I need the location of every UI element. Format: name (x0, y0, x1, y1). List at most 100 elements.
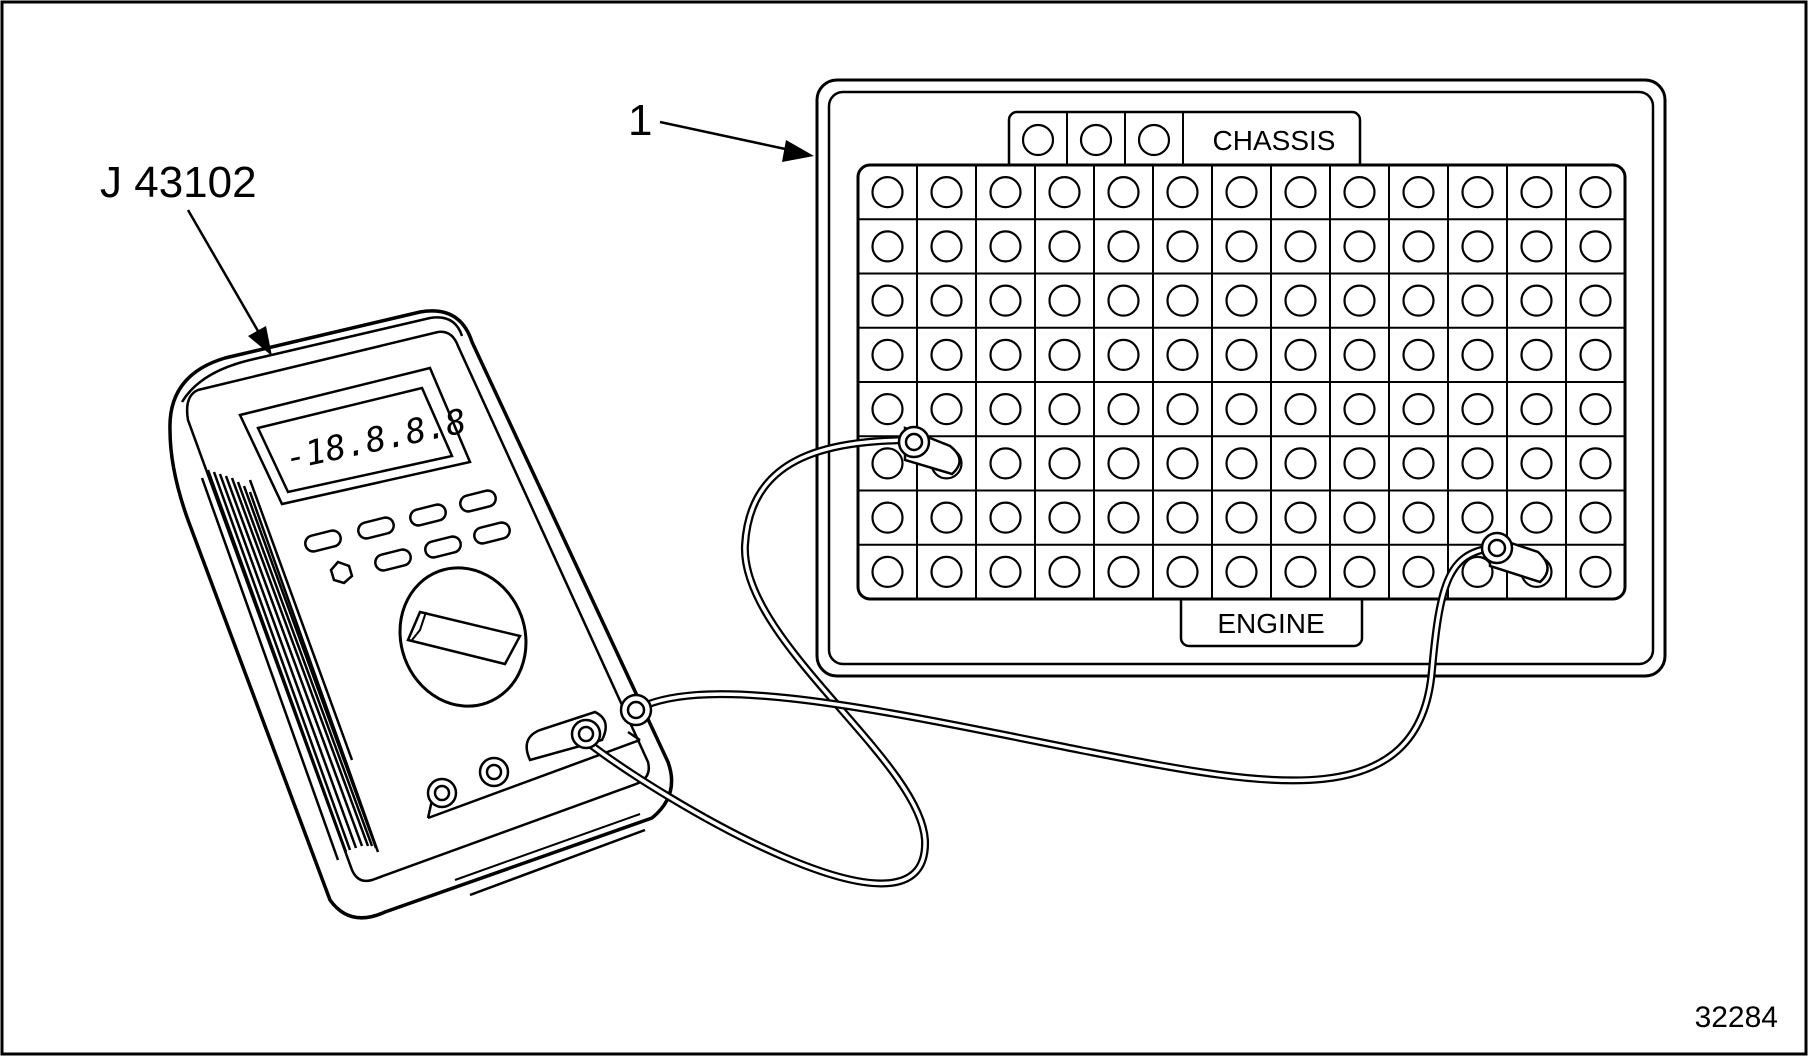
pin-socket[interactable] (1579, 176, 1612, 209)
meter-button[interactable] (374, 548, 413, 572)
meter-button[interactable] (357, 516, 396, 540)
pin-socket[interactable] (1402, 230, 1435, 263)
pin-socket[interactable] (1520, 176, 1553, 209)
pin-socket[interactable] (871, 501, 904, 534)
pin-socket[interactable] (1166, 230, 1199, 263)
pin-socket[interactable] (1461, 393, 1494, 426)
pin-socket[interactable] (989, 230, 1022, 263)
pin-socket[interactable] (871, 284, 904, 317)
pin-socket[interactable] (1225, 230, 1258, 263)
pin-socket[interactable] (930, 501, 963, 534)
pin-socket[interactable] (1402, 393, 1435, 426)
pin-socket[interactable] (1520, 230, 1553, 263)
pin-socket[interactable] (989, 284, 1022, 317)
pin-socket[interactable] (1048, 447, 1081, 480)
pin-socket[interactable] (1284, 338, 1317, 371)
pin-socket[interactable] (930, 176, 963, 209)
pin-socket[interactable] (1343, 230, 1376, 263)
pin-socket[interactable] (1225, 555, 1258, 588)
pin-socket[interactable] (930, 284, 963, 317)
pin-socket[interactable] (1048, 555, 1081, 588)
pin-socket[interactable] (1284, 176, 1317, 209)
pin-socket[interactable] (989, 393, 1022, 426)
pin-socket[interactable] (1343, 501, 1376, 534)
chassis-tab-socket[interactable] (1137, 123, 1171, 157)
pin-socket[interactable] (871, 555, 904, 588)
pin-socket[interactable] (1048, 338, 1081, 371)
pin-socket[interactable] (1284, 230, 1317, 263)
pin-socket[interactable] (1225, 447, 1258, 480)
pin-socket[interactable] (1461, 338, 1494, 371)
pin-socket[interactable] (1048, 501, 1081, 534)
pin-socket[interactable] (1225, 338, 1258, 371)
pin-socket[interactable] (1579, 447, 1612, 480)
pin-socket[interactable] (1284, 284, 1317, 317)
pin-socket[interactable] (1579, 393, 1612, 426)
pin-socket[interactable] (1343, 555, 1376, 588)
pin-socket[interactable] (1048, 230, 1081, 263)
pin-socket[interactable] (1579, 284, 1612, 317)
pin-socket[interactable] (1520, 393, 1553, 426)
pin-socket[interactable] (1461, 555, 1494, 588)
pin-socket[interactable] (1048, 176, 1081, 209)
pin-socket[interactable] (989, 338, 1022, 371)
pin-socket[interactable] (1225, 284, 1258, 317)
pin-socket[interactable] (1225, 176, 1258, 209)
pin-socket[interactable] (1520, 501, 1553, 534)
pin-socket[interactable] (1343, 176, 1376, 209)
pin-socket[interactable] (1520, 284, 1553, 317)
pin-socket[interactable] (1107, 176, 1140, 209)
pin-socket[interactable] (930, 338, 963, 371)
meter-button[interactable] (304, 529, 343, 553)
pin-socket[interactable] (1225, 393, 1258, 426)
pin-socket[interactable] (1402, 447, 1435, 480)
pin-socket[interactable] (1461, 447, 1494, 480)
pin-socket[interactable] (1579, 338, 1612, 371)
pin-socket[interactable] (1402, 555, 1435, 588)
pin-socket[interactable] (930, 230, 963, 263)
pin-socket[interactable] (989, 176, 1022, 209)
pin-socket[interactable] (1284, 501, 1317, 534)
pin-socket[interactable] (871, 447, 904, 480)
pin-socket[interactable] (1579, 230, 1612, 263)
pin-socket[interactable] (1343, 284, 1376, 317)
pin-socket[interactable] (1402, 501, 1435, 534)
pin-socket[interactable] (1166, 555, 1199, 588)
meter-button[interactable] (459, 489, 498, 513)
pin-socket[interactable] (1048, 284, 1081, 317)
pin-socket[interactable] (1166, 284, 1199, 317)
pin-socket[interactable] (1166, 176, 1199, 209)
meter-button[interactable] (473, 521, 512, 545)
pin-socket[interactable] (1343, 393, 1376, 426)
pin-socket[interactable] (1284, 555, 1317, 588)
power-button[interactable] (329, 560, 354, 585)
pin-socket[interactable] (930, 555, 963, 588)
pin-socket[interactable] (989, 555, 1022, 588)
pin-socket[interactable] (871, 338, 904, 371)
pin-socket[interactable] (1402, 176, 1435, 209)
pin-socket[interactable] (1402, 338, 1435, 371)
pin-socket[interactable] (1579, 501, 1612, 534)
pin-socket[interactable] (930, 393, 963, 426)
pin-socket[interactable] (1166, 501, 1199, 534)
pin-socket[interactable] (871, 393, 904, 426)
pin-socket[interactable] (1107, 230, 1140, 263)
pin-socket[interactable] (1461, 501, 1494, 534)
pin-socket[interactable] (1284, 393, 1317, 426)
pin-socket[interactable] (1166, 393, 1199, 426)
pin-socket[interactable] (1461, 230, 1494, 263)
pin-socket[interactable] (871, 230, 904, 263)
pin-socket[interactable] (989, 447, 1022, 480)
pin-socket[interactable] (989, 501, 1022, 534)
rotary-dial[interactable] (381, 550, 545, 724)
pin-socket[interactable] (1520, 338, 1553, 371)
pin-socket[interactable] (1107, 501, 1140, 534)
pin-socket[interactable] (1461, 176, 1494, 209)
pin-socket[interactable] (1343, 338, 1376, 371)
pin-socket[interactable] (1048, 393, 1081, 426)
pin-socket[interactable] (1107, 393, 1140, 426)
pin-socket[interactable] (1461, 284, 1494, 317)
pin-socket[interactable] (1166, 447, 1199, 480)
pin-socket[interactable] (1343, 447, 1376, 480)
pin-socket[interactable] (1107, 447, 1140, 480)
